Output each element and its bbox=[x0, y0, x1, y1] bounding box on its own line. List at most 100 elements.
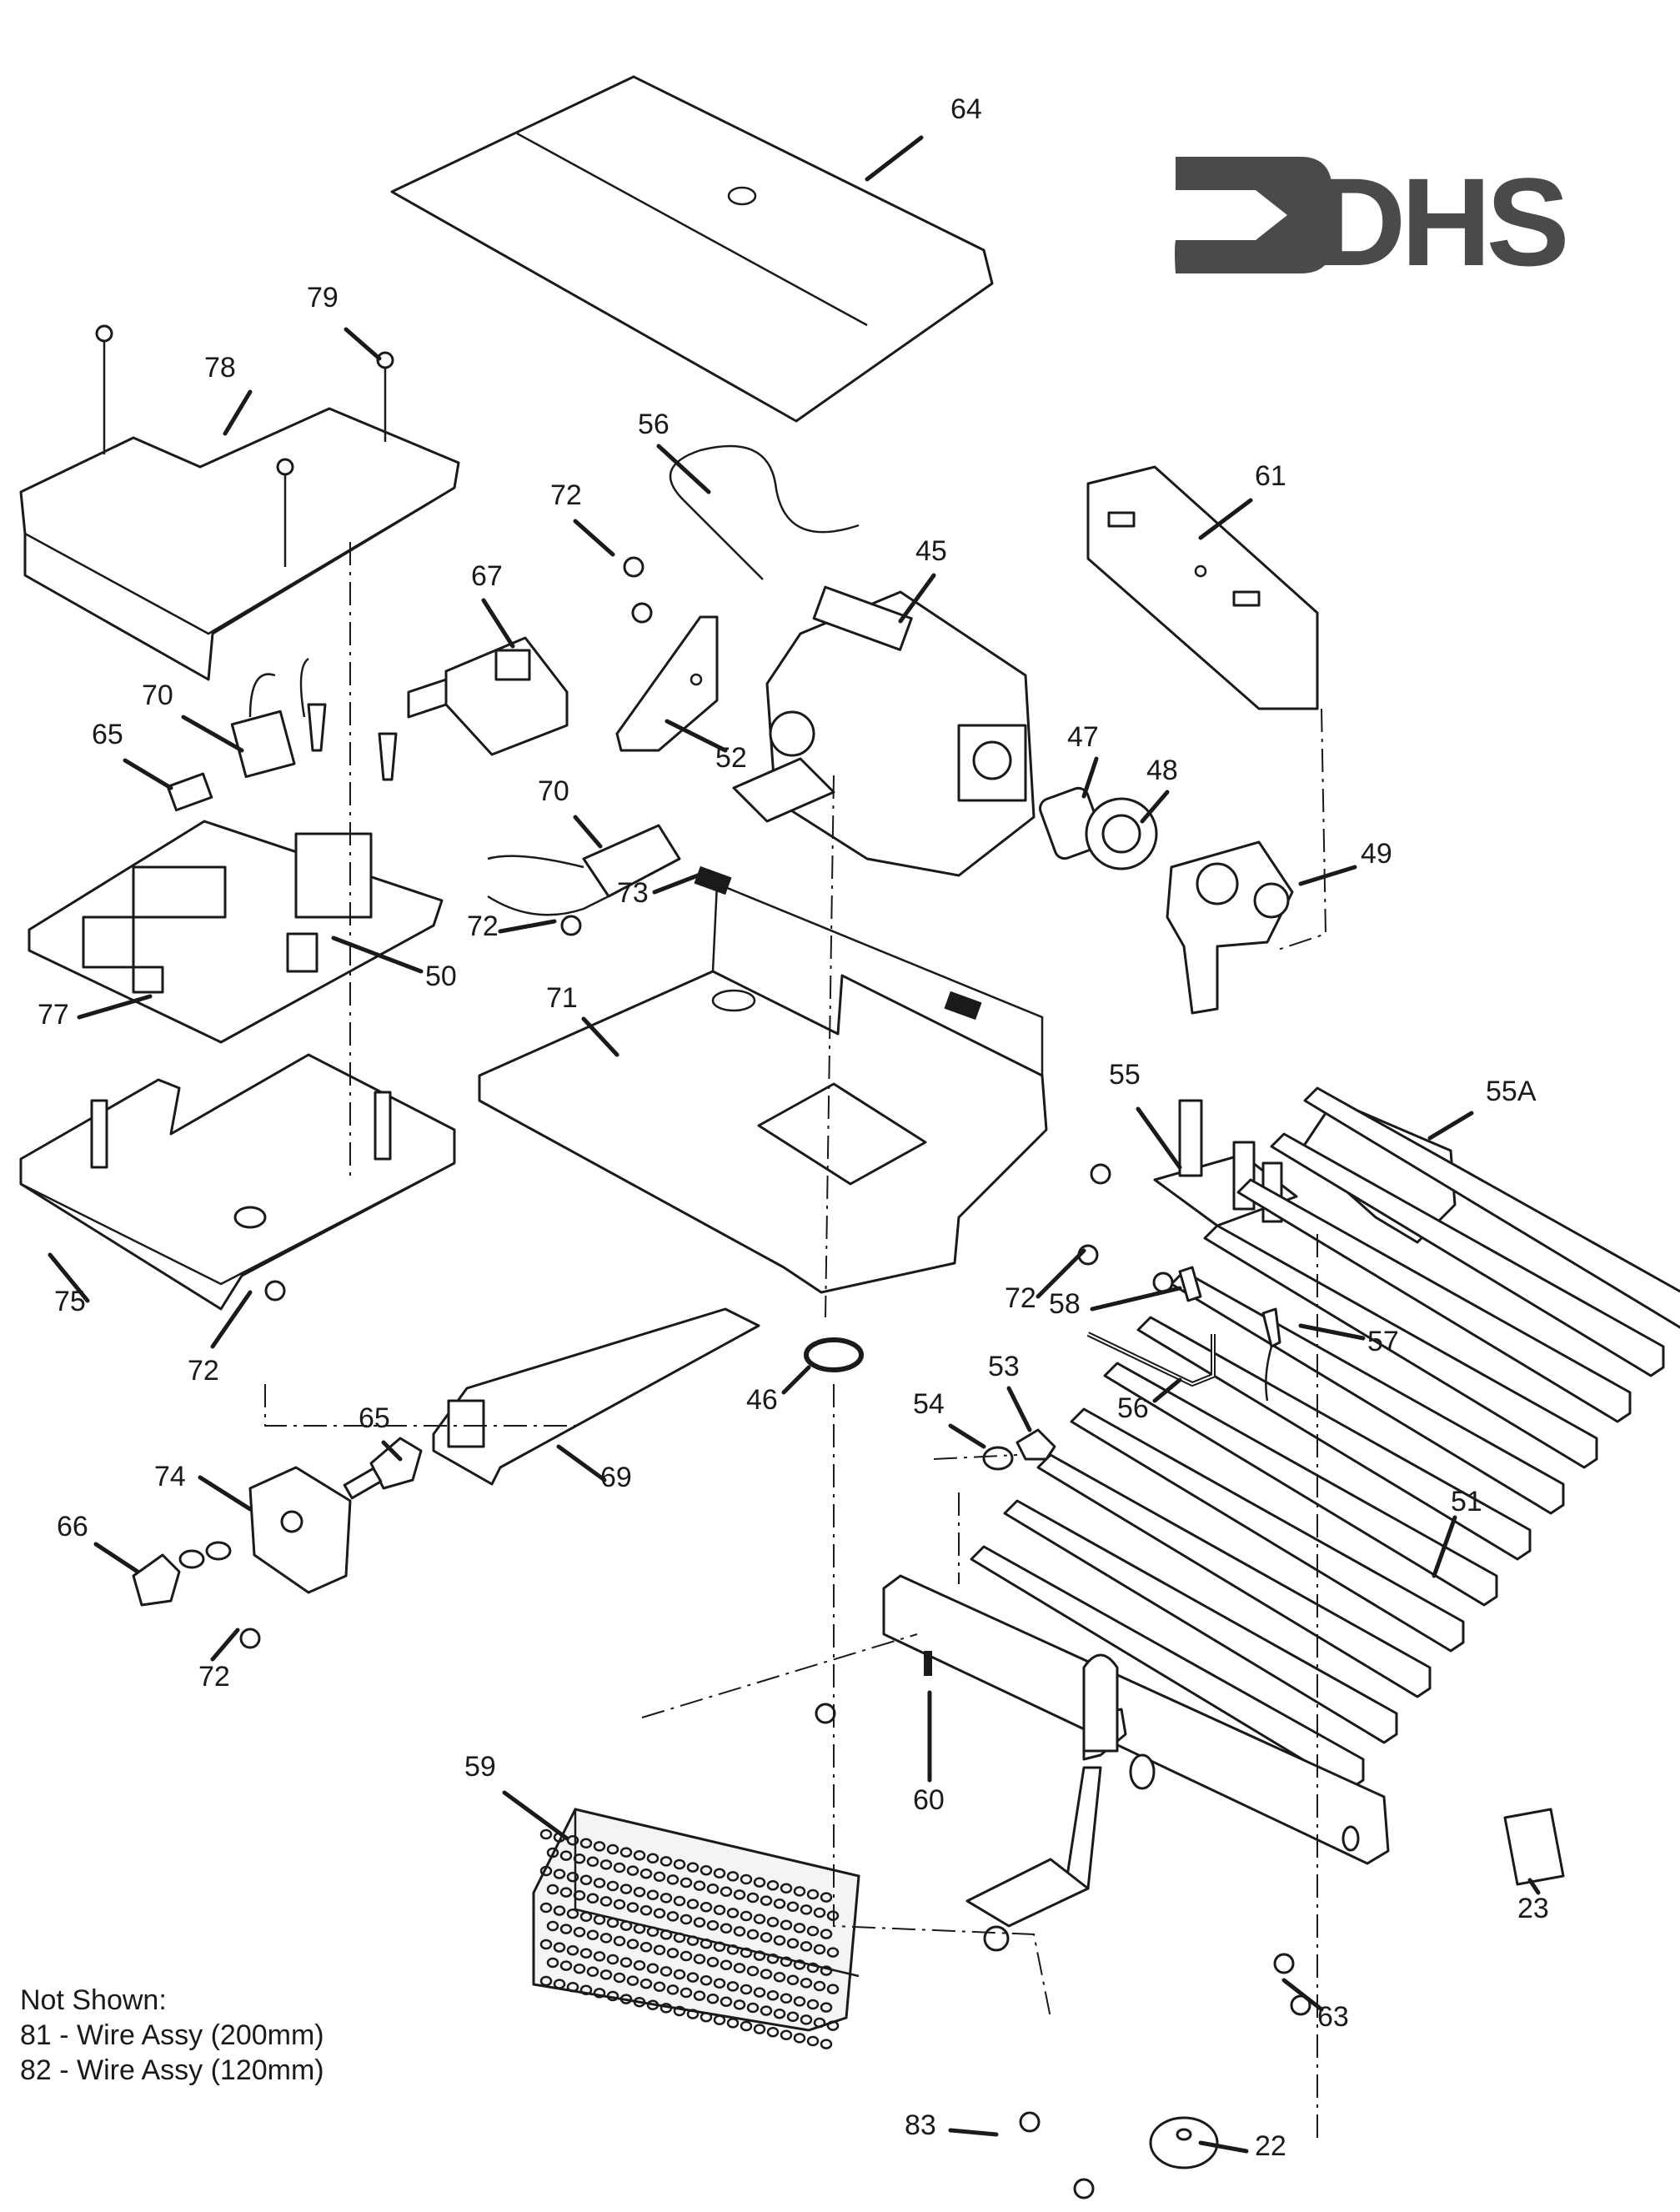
callout-label: 72 bbox=[1005, 1282, 1036, 1314]
brick-hole bbox=[780, 1883, 793, 1894]
part-manifold-pipe bbox=[965, 1653, 1119, 1952]
part-75-tray bbox=[19, 1053, 456, 1311]
brick-hole bbox=[559, 1850, 573, 1861]
callout-leader-line bbox=[664, 719, 728, 753]
brick-hole bbox=[606, 1880, 619, 1892]
part-53-plug bbox=[1016, 1428, 1056, 1461]
part-58-wire bbox=[1178, 1266, 1202, 1302]
brick-hole bbox=[693, 1880, 706, 1891]
callout-label: 63 bbox=[1317, 2001, 1349, 2033]
brick-hole bbox=[599, 1933, 613, 1944]
brick-hole bbox=[553, 1868, 566, 1879]
callout-label: 45 bbox=[915, 535, 947, 567]
brick-hole bbox=[760, 1969, 773, 1979]
brick-hole bbox=[539, 1939, 553, 1950]
callout-67: 67 bbox=[471, 560, 515, 649]
brick-hole bbox=[593, 1951, 606, 1962]
callout-label: 22 bbox=[1255, 2130, 1286, 2162]
callout-71: 71 bbox=[546, 982, 619, 1057]
callout-leader-line bbox=[1281, 1978, 1324, 2012]
alignment-lines bbox=[264, 542, 1327, 2143]
brick-hole bbox=[686, 1972, 700, 1983]
callout-leader-line bbox=[210, 1290, 253, 1349]
brick-hole bbox=[579, 1948, 593, 1959]
part-23-label bbox=[1503, 1808, 1565, 1886]
brick-hole bbox=[706, 1919, 720, 1931]
brick-hole bbox=[773, 1971, 786, 1983]
part-60-burner-plate bbox=[882, 1574, 1390, 1865]
callout-46: 46 bbox=[746, 1365, 811, 1416]
part-67-connector bbox=[407, 636, 569, 756]
callout-59: 59 bbox=[464, 1751, 569, 1841]
brick-hole bbox=[619, 1994, 633, 2004]
brick-hole bbox=[800, 1978, 813, 1989]
brick-hole bbox=[793, 1959, 806, 1970]
brick-hole bbox=[579, 1838, 593, 1849]
brick-hole bbox=[686, 1899, 700, 1909]
brick-hole bbox=[653, 1908, 666, 1919]
screw-icon bbox=[623, 556, 644, 578]
callout-label: 58 bbox=[1049, 1288, 1081, 1320]
brick-hole bbox=[753, 1987, 766, 1998]
brick-hole bbox=[820, 1965, 833, 1976]
callout-45: 45 bbox=[898, 535, 947, 624]
callout-leader-line bbox=[331, 935, 424, 974]
callout-leader-line bbox=[481, 598, 515, 649]
brick-hole bbox=[726, 1908, 740, 1919]
callout-leader-line bbox=[1140, 790, 1170, 824]
callout-label: 72 bbox=[467, 910, 499, 942]
brick-hole bbox=[639, 1904, 653, 1916]
brick-hole bbox=[726, 1871, 740, 1882]
part-66-knob bbox=[132, 1541, 232, 1607]
brick-hole bbox=[639, 1941, 653, 1953]
callout-leader-line bbox=[1081, 756, 1099, 799]
brick-hole bbox=[806, 1888, 820, 1900]
brick-hole bbox=[613, 1972, 626, 1984]
screw-icon bbox=[239, 1628, 261, 1649]
brick-hole bbox=[586, 1929, 599, 1941]
callout-leader-line bbox=[581, 1016, 619, 1057]
brick-hole bbox=[740, 2020, 753, 2032]
brick-hole bbox=[686, 1935, 700, 1946]
brick-hole bbox=[780, 1956, 793, 1968]
brick-hole bbox=[573, 1889, 586, 1901]
callout-leader-line bbox=[652, 869, 711, 895]
screw-icon bbox=[1273, 1953, 1295, 1974]
callout-label: 52 bbox=[715, 742, 747, 774]
brick-hole bbox=[713, 1941, 726, 1953]
callout-47: 47 bbox=[1067, 721, 1099, 799]
callout-leader-line bbox=[210, 1628, 240, 1662]
brick-hole bbox=[786, 2011, 800, 2023]
brick-hole bbox=[673, 1969, 686, 1980]
brick-hole bbox=[626, 1939, 639, 1949]
callout-label: 60 bbox=[913, 1784, 945, 1816]
brick-hole bbox=[646, 1889, 659, 1901]
brick-hole bbox=[780, 2029, 793, 2041]
part-71-chassis bbox=[478, 882, 1048, 1294]
callout-leader-line bbox=[1298, 1323, 1366, 1341]
brick-hole bbox=[599, 1859, 613, 1870]
callout-label: 59 bbox=[464, 1751, 496, 1783]
callout-leader-line bbox=[344, 327, 382, 361]
brick-hole bbox=[746, 1929, 760, 1940]
callout-leader-line bbox=[502, 1790, 569, 1841]
callout-label: 73 bbox=[617, 877, 649, 909]
screw-icon bbox=[631, 602, 653, 624]
brick-hole bbox=[820, 2039, 833, 2049]
screw-icon bbox=[815, 1703, 836, 1724]
brick-hole bbox=[566, 1944, 579, 1956]
callout-label: 72 bbox=[198, 1661, 230, 1693]
callout-leader-line bbox=[865, 135, 924, 182]
brick-hole bbox=[773, 2008, 786, 2019]
callout-77: 77 bbox=[38, 994, 153, 1031]
brick-hole bbox=[713, 1868, 726, 1879]
brick-hole bbox=[806, 1962, 820, 1974]
screw-icon bbox=[1090, 1163, 1111, 1185]
brick-hole bbox=[720, 1996, 733, 2008]
callout-75: 75 bbox=[48, 1252, 90, 1317]
callout-label: 56 bbox=[638, 409, 669, 440]
brick-hole bbox=[713, 1904, 726, 1916]
brick-hole bbox=[706, 1956, 720, 1968]
callout-leader-line bbox=[1090, 1286, 1182, 1312]
part-56-pipe-lower bbox=[1086, 1332, 1216, 1387]
